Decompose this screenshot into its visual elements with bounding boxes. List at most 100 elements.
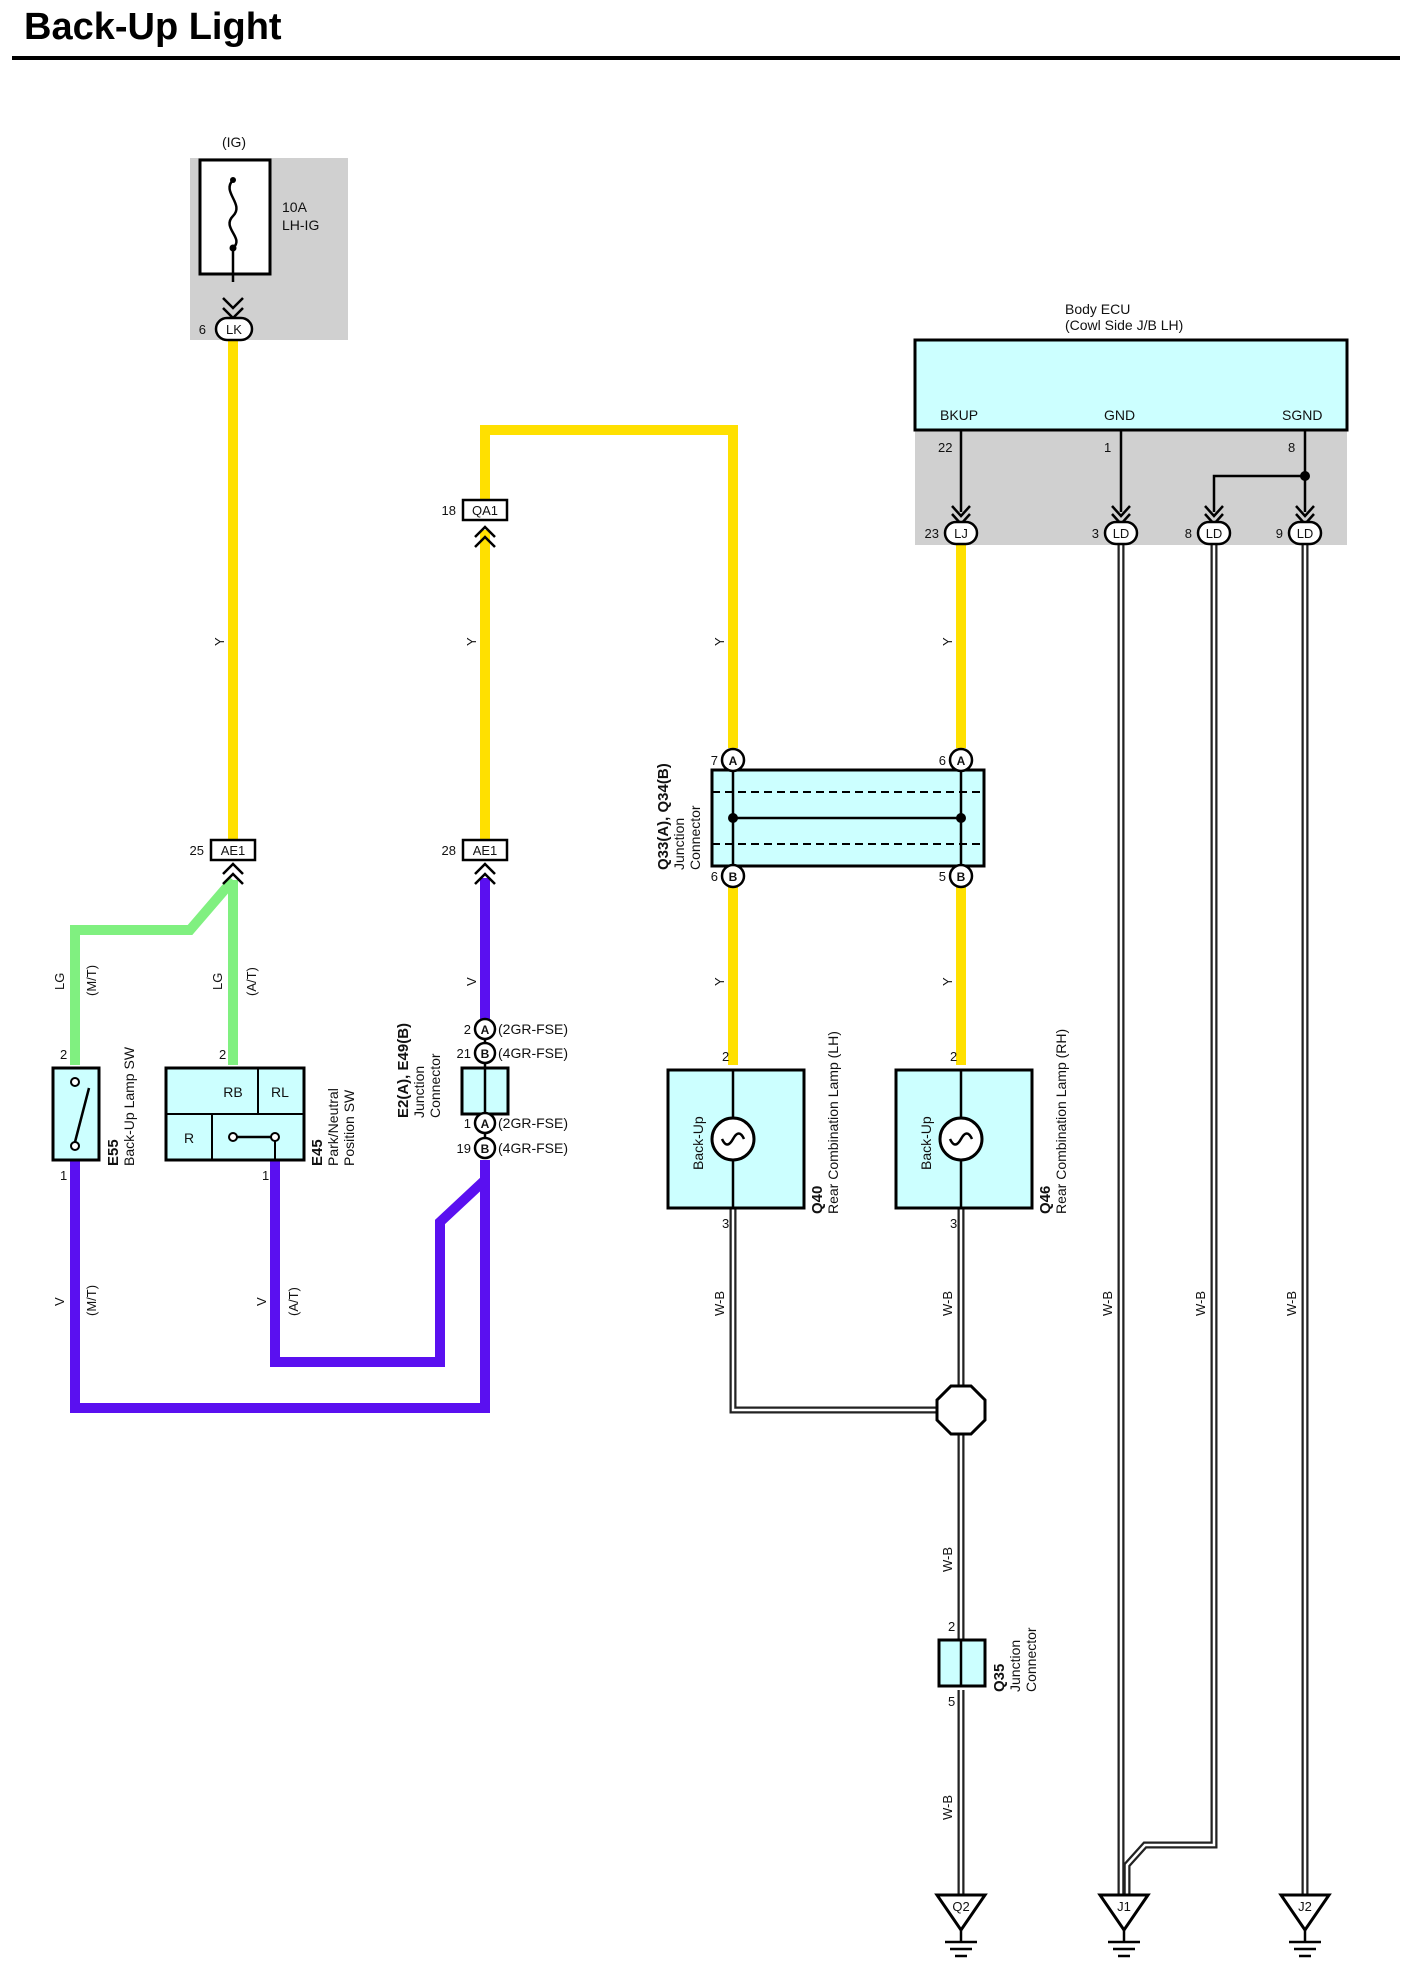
svg-text:LJ: LJ [954,526,968,541]
wire-label-y: Y [212,637,227,646]
title-rule [12,56,1400,60]
q40-code: Q40 [809,1186,826,1214]
wire-label-wb: W-B [940,1291,955,1316]
e2-e49-name1: Junction [411,1066,427,1118]
svg-text:9: 9 [1276,526,1283,541]
svg-text:(2GR-FSE): (2GR-FSE) [498,1021,568,1037]
q40-lamp-label: Back-Up [690,1116,706,1170]
wire-y-qa1-q33 [480,425,738,748]
svg-text:B: B [957,870,966,884]
q40-name: Rear Combination Lamp (LH) [825,1031,841,1214]
wire-note-mt: (M/T) [84,965,99,996]
q46-code: Q46 [1037,1186,1054,1214]
svg-text:AE1: AE1 [221,843,246,858]
connector-ld-8 [1196,520,1232,546]
pin-q33-a7 [720,747,746,773]
connector-ld-3 [1103,520,1139,546]
svg-text:A: A [481,1023,490,1037]
svg-text:B: B [481,1047,490,1061]
svg-text:21: 21 [457,1046,471,1061]
svg-text:Q2: Q2 [952,1899,969,1914]
ground-j2: J2 [1278,1893,1332,1958]
svg-text:3: 3 [1092,526,1099,541]
svg-text:19: 19 [457,1141,471,1156]
svg-text:1: 1 [464,1116,471,1131]
svg-text:A: A [957,754,966,768]
splice-point [935,1384,987,1436]
svg-text:22: 22 [938,440,952,455]
lamp-q46 [894,1068,1034,1210]
e2-e49-name2: Connector [427,1053,443,1118]
svg-text:28: 28 [442,843,456,858]
e2-e49-code: E2(A), E49(B) [395,1023,412,1118]
e45-code: E45 [309,1139,326,1166]
wire-label-wb: W-B [1193,1291,1208,1316]
wire-label-wb: W-B [1100,1291,1115,1316]
q46-name: Rear Combination Lamp (RH) [1053,1029,1069,1214]
svg-text:QA1: QA1 [472,503,498,518]
svg-text:RB: RB [223,1084,242,1100]
svg-text:7: 7 [711,753,718,768]
fuse-supply: (IG) [222,134,246,150]
svg-text:5: 5 [939,869,946,884]
fuse-name: LH-IG [282,217,319,233]
svg-text:2: 2 [464,1022,471,1037]
q35-name1: Junction [1007,1640,1023,1692]
svg-text:J2: J2 [1298,1899,1312,1914]
fuse-box [198,158,272,276]
svg-text:B: B [729,870,738,884]
ground-q2: Q2 [934,1893,988,1958]
svg-text:(4GR-FSE): (4GR-FSE) [498,1045,568,1061]
q33-q34-code: Q33(A), Q34(B) [655,763,672,870]
q33-q34-name2: Connector [687,805,703,870]
wire-label-v: V [52,1297,67,1306]
svg-text:R: R [184,1130,194,1146]
svg-text:25: 25 [190,843,204,858]
svg-text:LK: LK [226,322,242,337]
pin-e49-b19 [473,1136,497,1160]
page-title: Back-Up Light [24,6,282,48]
wire-v-at [270,1160,489,1367]
svg-text:RL: RL [271,1084,289,1100]
wire-label-wb: W-B [1284,1291,1299,1316]
svg-text:1: 1 [262,1168,269,1183]
svg-text:6: 6 [199,322,206,337]
svg-text:2: 2 [950,1049,957,1064]
svg-text:8: 8 [1185,526,1192,541]
wire-wb-inner [1125,545,1216,1895]
connector-ae1-left [209,838,257,862]
svg-text:1: 1 [60,1168,67,1183]
wire-label-y: Y [712,977,727,986]
ground-j1: J1 [1097,1893,1151,1958]
wire-note-mt: (M/T) [84,1285,99,1316]
connector-lk [214,316,254,342]
pin-e2-a2 [473,1017,497,1041]
wire-label-wb: W-B [712,1291,727,1316]
svg-text:(2GR-FSE): (2GR-FSE) [498,1115,568,1131]
wire-label-wb: W-B [940,1795,955,1820]
wire-note-at: (A/T) [286,1287,301,1316]
e45-name1: Park/Neutral [325,1088,341,1166]
ecu-terminal-bkup: BKUP [940,407,978,423]
fuse-icon [228,179,238,249]
e55-name: Back-Up Lamp SW [121,1046,137,1166]
svg-text:1: 1 [1104,440,1111,455]
svg-text:6: 6 [939,753,946,768]
ecu-title: Body ECU [1065,301,1130,317]
wire-label-wb: W-B [940,1547,955,1572]
ecu-terminal-gnd: GND [1104,407,1135,423]
body-ecu [913,338,1349,432]
svg-text:3: 3 [722,1216,729,1231]
connector-lj [943,520,979,546]
q46-lamp-label: Back-Up [918,1116,934,1170]
e55-code: E55 [105,1139,122,1166]
pin-e2-a1 [473,1111,497,1135]
svg-text:2: 2 [948,1619,955,1634]
wire-lg-mt [70,876,237,1065]
pin-q33-a6 [948,747,974,773]
e45-name2: Position SW [341,1089,357,1166]
wire-label-y: Y [940,977,955,986]
svg-text:2: 2 [60,1047,67,1062]
wire-note-at: (A/T) [244,967,259,996]
connector-ae1-right [461,838,509,862]
